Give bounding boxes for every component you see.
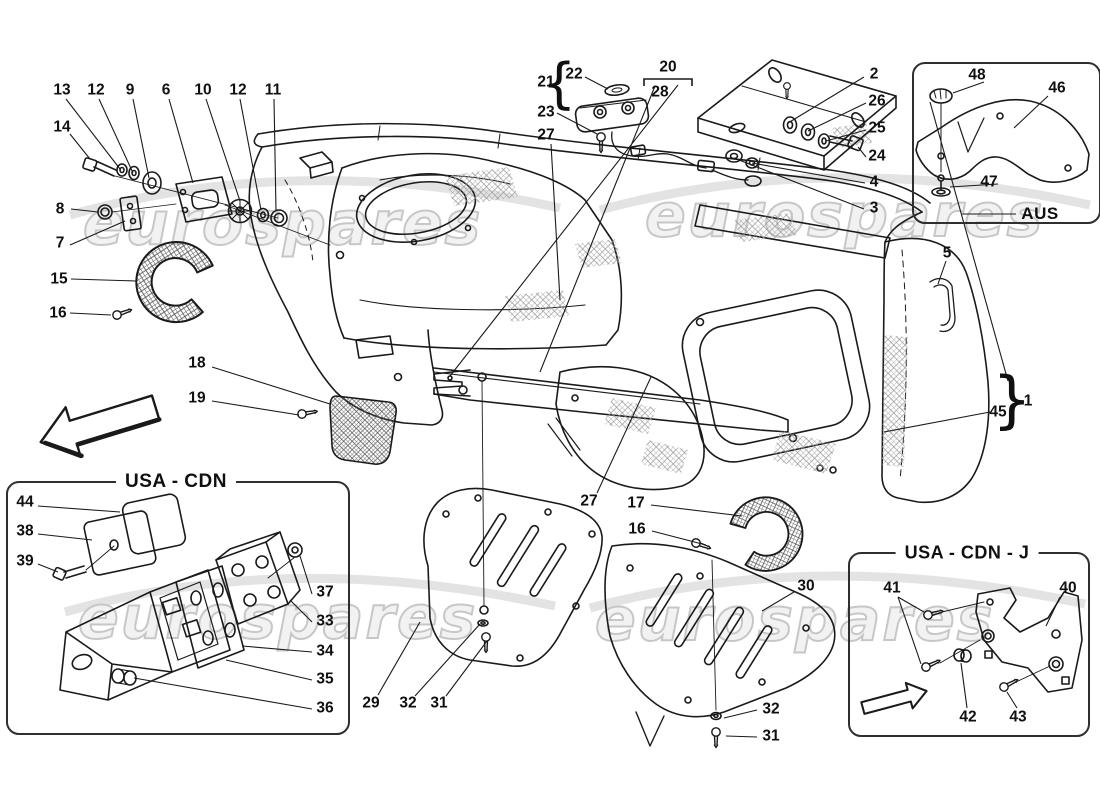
part-callout-37: 37 xyxy=(316,583,334,601)
part-callout-12: 12 xyxy=(229,81,247,99)
aus-box-art xyxy=(915,88,1090,197)
part-callout-26: 26 xyxy=(868,92,886,110)
direction-arrow-left xyxy=(39,394,162,459)
part-callout-27: 27 xyxy=(580,492,598,510)
part-callout-23: 23 xyxy=(537,103,555,121)
part-callout-19: 19 xyxy=(188,389,206,407)
part-callout-18: 18 xyxy=(188,354,206,372)
watermark-text: eurospares xyxy=(595,585,994,655)
part-callout-45: 45 xyxy=(989,403,1007,421)
part-callout-8: 8 xyxy=(55,200,65,218)
bumper-exploded-art xyxy=(39,59,1090,749)
part-callout-11: 11 xyxy=(264,81,282,99)
part-callout-33: 33 xyxy=(316,612,334,630)
part-callout-17: 17 xyxy=(627,494,645,512)
part-callout-15: 15 xyxy=(50,270,68,288)
part-callout-3: 3 xyxy=(869,199,879,217)
part-callout-6: 6 xyxy=(161,81,171,99)
usa-cdn-box-art xyxy=(52,493,303,701)
part-callout-25: 25 xyxy=(868,119,886,137)
part-callout-30: 30 xyxy=(797,577,815,595)
part-callout-42: 42 xyxy=(959,708,977,726)
part-callout-43: 43 xyxy=(1009,708,1027,726)
usa-cdn-box-title: USA - CDN xyxy=(116,471,236,493)
fastener-chain-left xyxy=(82,157,331,246)
part-callout-14: 14 xyxy=(53,118,71,136)
part-callout-41: 41 xyxy=(883,579,901,597)
part-callout-35: 35 xyxy=(316,670,334,688)
part-callout-4: 4 xyxy=(869,173,879,191)
part-callout-48: 48 xyxy=(968,66,986,84)
mesh-panel-18 xyxy=(329,395,397,465)
usa-cdn-j-box-art xyxy=(860,587,1083,715)
usa-cdn-j-box-title: USA - CDN - J xyxy=(895,542,1039,564)
part-callout-5: 5 xyxy=(942,244,952,262)
underbody-panel-29 xyxy=(423,487,603,667)
part-callout-24: 24 xyxy=(868,147,886,165)
part-callout-34: 34 xyxy=(316,642,334,660)
part-callout-20: 20 xyxy=(659,58,677,76)
mounting-bracket-large xyxy=(697,59,897,171)
part-callout-47: 47 xyxy=(980,173,998,191)
center-hump-panel xyxy=(327,152,623,350)
grouping-brace: } xyxy=(992,363,1032,436)
watermark-layer: eurospares eurospares eurospares eurospa… xyxy=(63,173,1091,656)
underbody-panel-30 xyxy=(604,542,836,749)
lower-hump-panel xyxy=(547,365,705,491)
part-callout-22: 22 xyxy=(565,65,583,83)
part-callout-28: 28 xyxy=(651,83,669,101)
part-callout-32: 32 xyxy=(399,694,417,712)
part-callout-31: 31 xyxy=(430,694,448,712)
lamp-assembly xyxy=(574,81,791,187)
reinforcement-bar xyxy=(433,367,789,607)
bumper-left-panel xyxy=(248,146,477,426)
part-callout-12: 12 xyxy=(87,81,105,99)
part-callout-9: 9 xyxy=(125,81,135,99)
part-callout-39: 39 xyxy=(16,552,34,570)
part-callout-7: 7 xyxy=(55,234,65,252)
watermark-text: eurospares xyxy=(645,181,1044,251)
part-callout-38: 38 xyxy=(16,522,34,540)
grouping-brace: { xyxy=(541,52,577,115)
part-callout-44: 44 xyxy=(16,493,34,511)
part-callout-29: 29 xyxy=(362,694,380,712)
right-frame-recess xyxy=(681,289,871,474)
part-callout-36: 36 xyxy=(316,699,334,717)
part-callout-10: 10 xyxy=(194,81,212,99)
part-callout-31: 31 xyxy=(762,727,780,745)
part-callout-1: 1 xyxy=(1023,392,1033,410)
leader-lines xyxy=(37,76,1061,738)
aus-box-label: AUS xyxy=(1021,204,1059,223)
part-callout-13: 13 xyxy=(53,81,71,99)
part-callout-40: 40 xyxy=(1059,579,1077,597)
part-callout-46: 46 xyxy=(1048,79,1066,97)
part-callout-16: 16 xyxy=(49,304,67,322)
part-callout-32: 32 xyxy=(762,700,780,718)
part-callout-2: 2 xyxy=(869,65,879,83)
watermark-text: eurospares xyxy=(83,189,482,259)
part-callout-27: 27 xyxy=(537,126,555,144)
bumper-corner-cap xyxy=(881,211,990,504)
part-callout-16: 16 xyxy=(628,520,646,538)
part-callout-21: 21 xyxy=(537,73,555,91)
